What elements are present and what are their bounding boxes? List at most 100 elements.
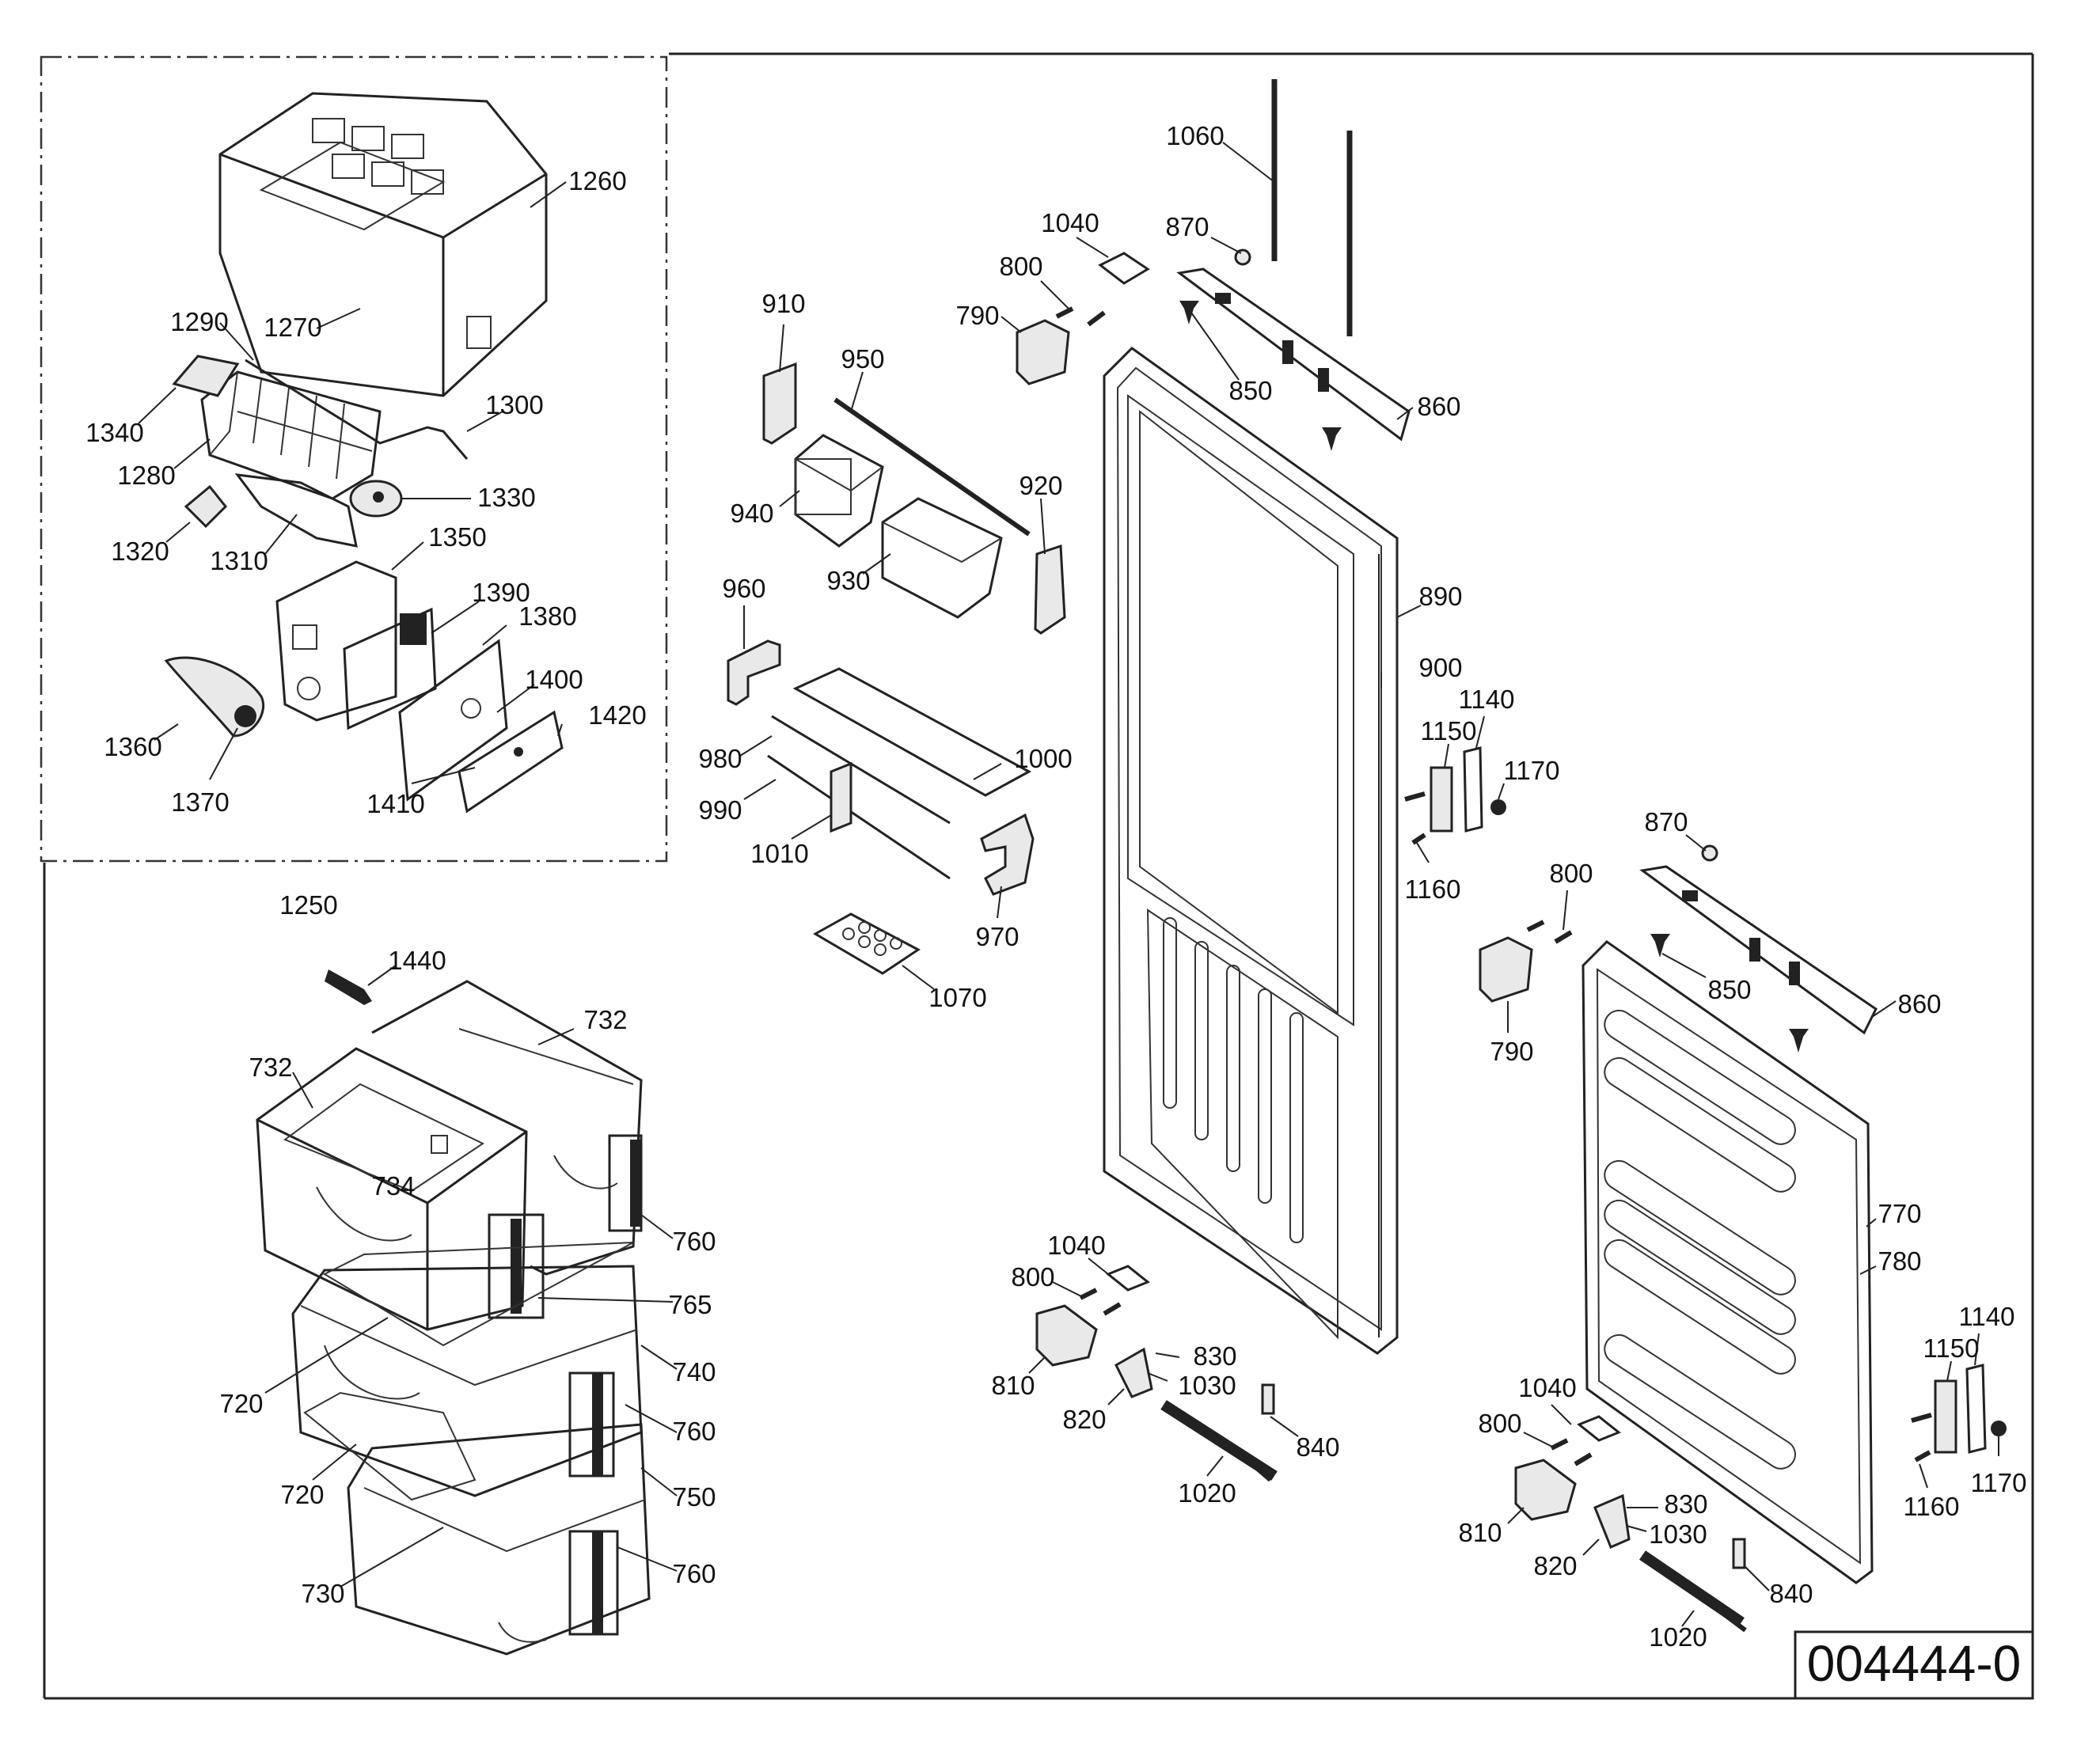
label-1410: 1410	[366, 789, 424, 818]
bracket-920	[1034, 544, 1066, 635]
label-970: 970	[975, 922, 1019, 951]
mount-bracket-1340	[172, 355, 240, 397]
bracket-820-upper	[1114, 1347, 1153, 1398]
hinge-810-lower-door	[1514, 1459, 1577, 1521]
label-1310: 1310	[210, 546, 268, 575]
label-1170-lower: 1170	[1971, 1468, 2027, 1497]
plate-1040-mid	[1106, 1265, 1150, 1292]
label-820-upper: 820	[1062, 1405, 1106, 1434]
label-1020-upper: 1020	[1178, 1478, 1236, 1508]
label-950: 950	[841, 344, 884, 374]
upper-door-lower-panel-ribs	[1146, 909, 1338, 1340]
label-790-upper: 790	[955, 301, 999, 330]
nut-870-lower	[1701, 844, 1718, 862]
label-1060: 1060	[1166, 121, 1224, 150]
label-1300: 1300	[485, 390, 543, 419]
label-920: 920	[1019, 471, 1062, 500]
label-1140-lower: 1140	[1959, 1302, 2015, 1331]
ice-maker-housing-1260	[218, 92, 548, 397]
label-1250: 1250	[279, 890, 337, 920]
rods-980-990	[767, 715, 951, 880]
label-1150-lower: 1150	[1923, 1333, 1980, 1363]
label-930: 930	[826, 566, 870, 595]
label-1030-lower: 1030	[1649, 1519, 1707, 1549]
plate-1040-upper	[1098, 252, 1150, 285]
screws-800-mid	[1079, 1288, 1122, 1316]
nut-870-upper	[1234, 248, 1251, 266]
bracket-820-lower	[1593, 1493, 1631, 1549]
control-module-1350	[275, 560, 397, 722]
part-labels: 1060 870 1040 800 790 850 860 910 950 92…	[85, 121, 2026, 1652]
label-765: 765	[668, 1290, 712, 1319]
label-780: 780	[1878, 1246, 1921, 1276]
label-800-bottom: 800	[1478, 1409, 1521, 1438]
label-1280: 1280	[117, 461, 175, 490]
handle-1150-lower	[1934, 1364, 1987, 1454]
hinge-810-upper-door	[1035, 1304, 1098, 1367]
label-734: 734	[371, 1171, 415, 1201]
screws-800-lower	[1526, 920, 1573, 944]
label-732-right: 732	[583, 1005, 627, 1034]
sensor-arm-1300	[245, 358, 469, 460]
bolt-840-lower	[1732, 1538, 1746, 1569]
label-1270: 1270	[264, 313, 321, 342]
bearing-1320	[184, 484, 228, 529]
label-860-upper: 860	[1417, 392, 1460, 421]
label-790-lower: 790	[1490, 1037, 1533, 1066]
label-730: 730	[301, 1579, 344, 1608]
screws-upper-handle	[1404, 791, 1506, 845]
label-1420: 1420	[588, 700, 646, 730]
label-1400: 1400	[525, 665, 583, 694]
drawer-750	[347, 1423, 651, 1656]
label-980: 980	[698, 744, 742, 773]
clip-1010	[830, 761, 852, 833]
hinge-790-lower	[1479, 936, 1533, 1003]
shelf-1000	[792, 667, 1032, 797]
label-810-upper: 810	[991, 1371, 1035, 1400]
screws-lower-handle	[1911, 1413, 2007, 1462]
leader-lines	[138, 142, 1999, 1627]
damper-1020-lower	[1639, 1550, 1747, 1633]
label-1340: 1340	[85, 418, 143, 447]
label-820-lower: 820	[1533, 1551, 1577, 1580]
cover-plate-1390	[343, 607, 437, 730]
label-1330: 1330	[477, 483, 535, 512]
label-1020-lower: 1020	[1649, 1622, 1707, 1652]
label-1380: 1380	[518, 601, 576, 631]
egg-tray-1070	[812, 912, 921, 975]
label-840-lower: 840	[1769, 1579, 1813, 1608]
label-810-lower: 810	[1458, 1518, 1502, 1547]
label-1370: 1370	[171, 787, 229, 817]
panel-1380	[398, 639, 508, 802]
hinge-790-upper	[1016, 319, 1070, 385]
screws-800-upper	[1055, 306, 1106, 327]
label-850-upper: 850	[1228, 376, 1272, 405]
screws-850-lower	[1650, 934, 1809, 1053]
label-760-bottom: 760	[672, 1559, 716, 1588]
screws-850-upper	[1179, 301, 1342, 451]
diagram-frame	[40, 52, 2034, 1700]
label-1440: 1440	[388, 946, 446, 975]
lever-1360	[164, 656, 265, 738]
damper-1020-upper	[1160, 1400, 1278, 1482]
label-1140-upper: 1140	[1459, 685, 1515, 714]
label-1040-lower: 1040	[1518, 1373, 1576, 1402]
label-740: 740	[672, 1357, 716, 1387]
label-850-lower: 850	[1707, 975, 1751, 1004]
ice-tray-1280	[200, 370, 382, 500]
screws-800-bottom	[1550, 1438, 1593, 1466]
label-800-upper: 800	[999, 252, 1042, 281]
label-1160-upper: 1160	[1405, 874, 1461, 904]
label-900: 900	[1418, 653, 1462, 682]
label-1040-upper: 1040	[1041, 208, 1099, 237]
label-960: 960	[722, 574, 765, 603]
drive-coupling-1330	[349, 480, 403, 518]
hinge-plate-860-lower	[1639, 865, 1878, 1035]
label-1040-mid: 1040	[1047, 1231, 1105, 1260]
label-870-upper: 870	[1165, 212, 1209, 241]
label-830-lower: 830	[1664, 1489, 1707, 1519]
label-1070: 1070	[928, 983, 986, 1012]
ejector-1310	[234, 473, 358, 548]
